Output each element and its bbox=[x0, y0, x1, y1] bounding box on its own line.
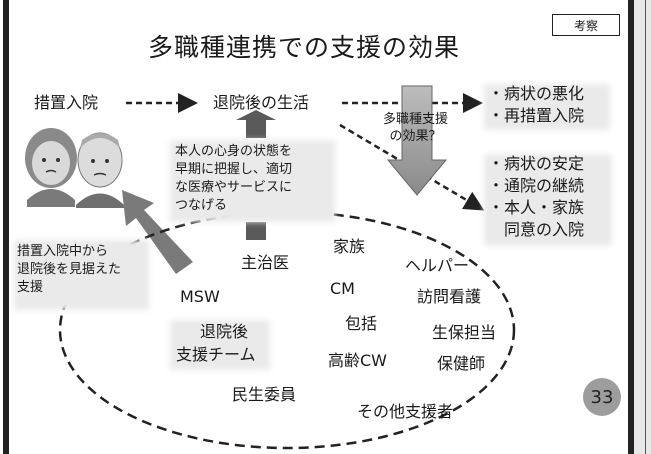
good-outcome-1: ・病状の安定 bbox=[488, 154, 585, 173]
start-label: 措置入院 bbox=[34, 93, 99, 112]
bad-outcome-2: ・再措置入院 bbox=[488, 106, 585, 125]
bad-outcomes-bg bbox=[484, 84, 610, 130]
good-outcomes-bg bbox=[484, 154, 612, 246]
member-seiho: 生保担当 bbox=[432, 323, 497, 342]
member-msw: MSW bbox=[180, 287, 220, 306]
bad-outcome-1: ・病状の悪化 bbox=[488, 84, 585, 103]
assess-note-line-2: 早期に把握し、適切 bbox=[175, 162, 293, 177]
member-helper: ヘルパー bbox=[405, 256, 470, 275]
up-arrow bbox=[236, 110, 276, 138]
member-minsei: 民生委員 bbox=[232, 385, 297, 404]
good-outcome-3: ・本人・家族 bbox=[488, 198, 585, 217]
after-label: 退院後の生活 bbox=[213, 93, 310, 112]
support-note-line-3: 支援 bbox=[17, 280, 44, 295]
member-cm: CM bbox=[330, 279, 355, 298]
slide-frame-right bbox=[628, 0, 634, 454]
up-arrow-stem bbox=[246, 222, 266, 240]
effect-label: 多職種支援 の効果？ bbox=[383, 112, 449, 144]
good-outcome-2: ・通院の継続 bbox=[488, 176, 585, 195]
slide-frame-left bbox=[3, 0, 9, 454]
member-family: 家族 bbox=[333, 237, 366, 256]
member-others: その他支援者 bbox=[357, 402, 454, 421]
support-diagonal-arrow bbox=[122, 190, 193, 274]
scroll-strip-line bbox=[645, 0, 646, 454]
member-koureicw: 高齢CW bbox=[328, 351, 387, 370]
support-note-bg bbox=[14, 240, 149, 310]
good-outcome-4: 同意の入院 bbox=[488, 220, 585, 239]
support-note-line-2: 退院後を見据えた bbox=[17, 262, 122, 277]
member-team-line-1: 退院後 bbox=[200, 322, 249, 341]
assess-note-line-3: な医療やサービスに bbox=[175, 180, 293, 195]
page-number: 33 bbox=[583, 378, 621, 416]
elderly-couple-illustration bbox=[25, 128, 124, 208]
slide-tag: 考察 bbox=[552, 14, 620, 36]
team-label-bg bbox=[170, 320, 270, 370]
member-visit-nurse: 訪問看護 bbox=[417, 287, 482, 306]
member-doctor: 主治医 bbox=[241, 253, 290, 272]
slide-title: 多職種連携での支援の効果 bbox=[148, 33, 461, 62]
effect-down-arrow bbox=[386, 85, 448, 196]
assess-note-line-1: 本人の心身の状態を bbox=[175, 144, 293, 159]
support-note-line-1: 措置入院中から bbox=[17, 244, 109, 259]
member-team-line-2: 支援チーム bbox=[176, 345, 256, 364]
member-houkatsu: 包括 bbox=[345, 314, 378, 333]
scroll-strip[interactable] bbox=[634, 0, 651, 454]
assess-note-bg bbox=[170, 140, 335, 222]
member-hokenshi: 保健師 bbox=[437, 354, 486, 373]
assess-note-line-4: つなげる bbox=[175, 198, 228, 213]
